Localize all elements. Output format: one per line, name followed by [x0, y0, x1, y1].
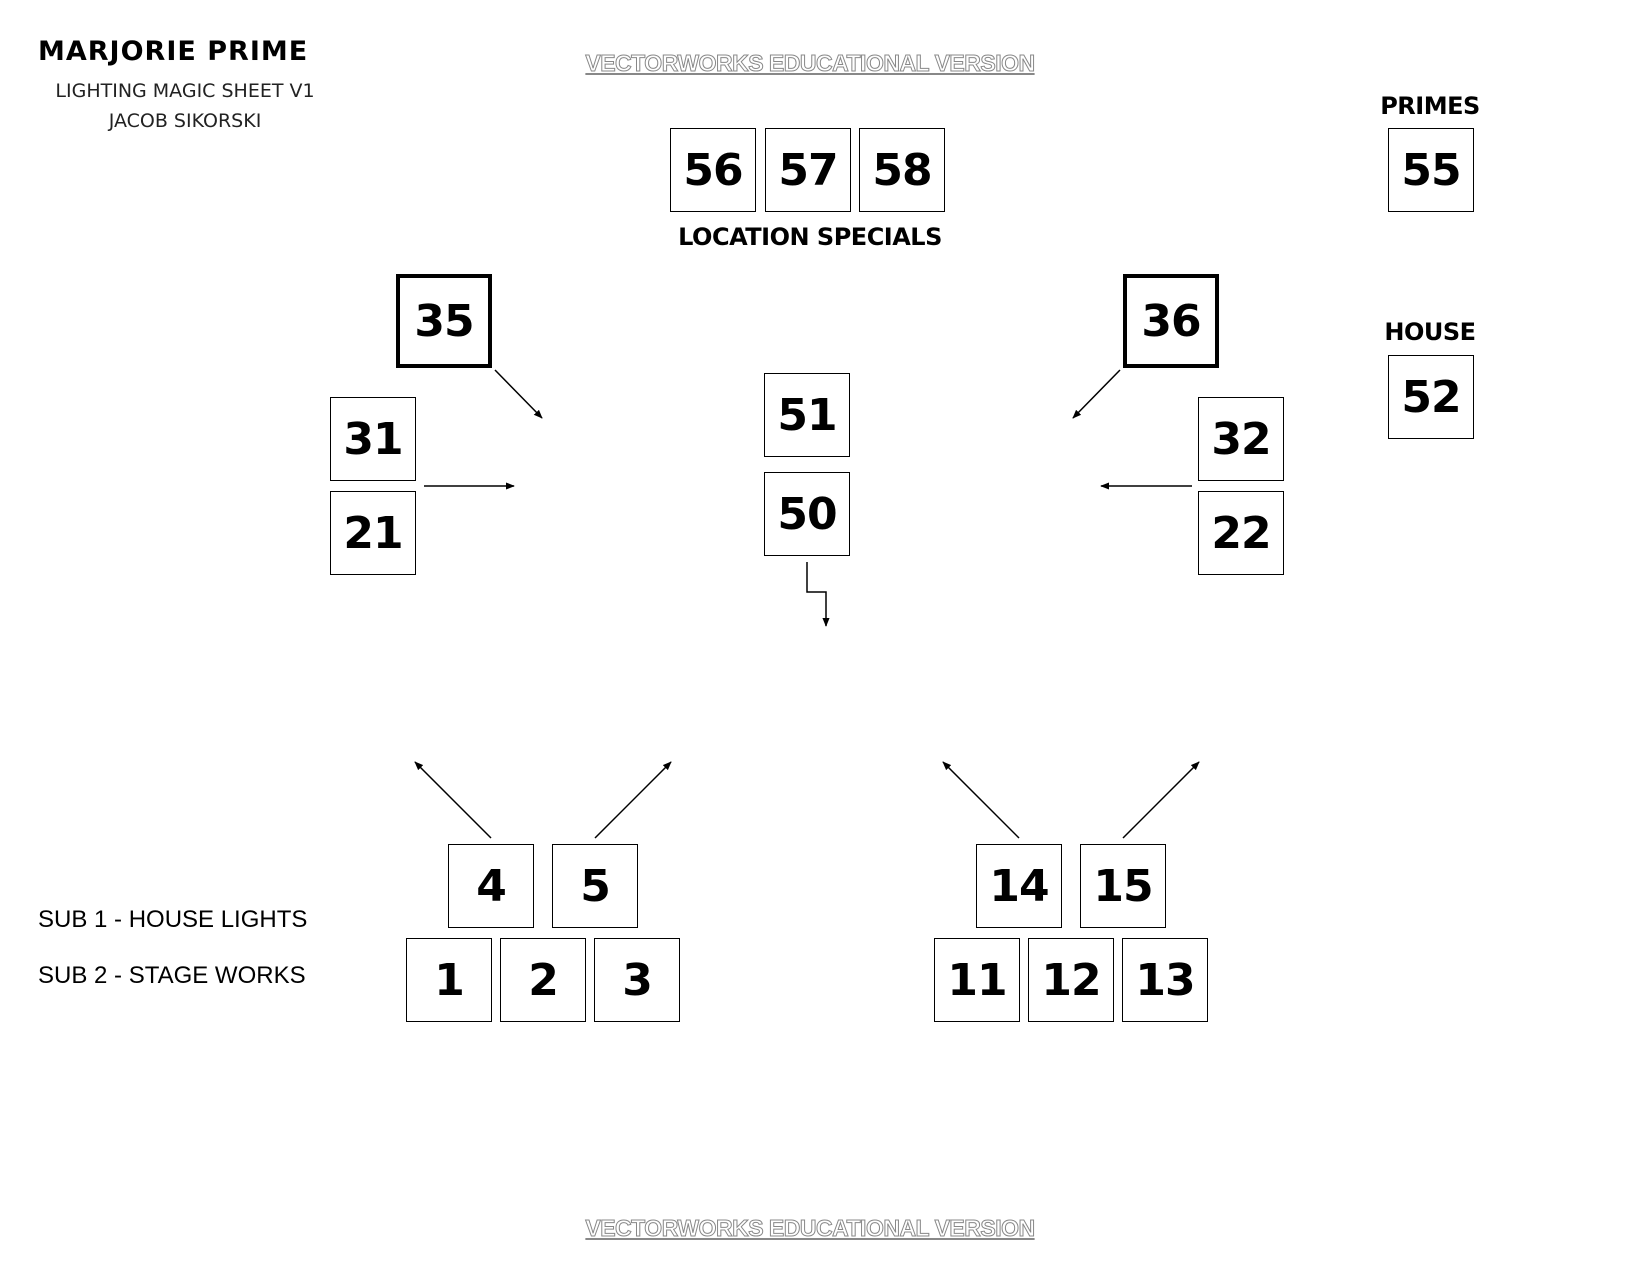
arrow-36 — [1072, 369, 1121, 419]
primes-label: PRIMES — [1380, 92, 1480, 120]
channel-55: 55 — [1388, 128, 1474, 212]
author-name: JACOB SIKORSKI — [108, 110, 262, 132]
channel-4: 4 — [448, 844, 534, 928]
channel-36: 36 — [1123, 274, 1219, 368]
arrow-15 — [1122, 761, 1200, 839]
channel-3: 3 — [594, 938, 680, 1022]
location-specials-label: LOCATION SPECIALS — [678, 223, 942, 251]
sub-1-label: SUB 1 - HOUSE LIGHTS — [38, 906, 308, 933]
watermark-top: VECTORWORKS EDUCATIONAL VERSION — [585, 50, 1036, 77]
channel-51: 51 — [764, 373, 850, 457]
channel-56: 56 — [670, 128, 756, 212]
sheet-subtitle: LIGHTING MAGIC SHEET V1 — [55, 80, 315, 102]
channel-15: 15 — [1080, 844, 1166, 928]
arrow-14 — [942, 761, 1020, 839]
channel-50: 50 — [764, 472, 850, 556]
channel-11: 11 — [934, 938, 1020, 1022]
arrow-4 — [414, 761, 492, 839]
channel-12: 12 — [1028, 938, 1114, 1022]
channel-58: 58 — [859, 128, 945, 212]
watermark-bottom: VECTORWORKS EDUCATIONAL VERSION — [585, 1215, 1036, 1242]
channel-1: 1 — [406, 938, 492, 1022]
channel-5: 5 — [552, 844, 638, 928]
channel-35: 35 — [396, 274, 492, 368]
channel-32: 32 — [1198, 397, 1284, 481]
arrow-35 — [494, 369, 543, 419]
house-label: HOUSE — [1384, 318, 1476, 346]
channel-13: 13 — [1122, 938, 1208, 1022]
channel-22: 22 — [1198, 491, 1284, 575]
sub-2-label: SUB 2 - STAGE WORKS — [38, 962, 306, 989]
channel-57: 57 — [765, 128, 851, 212]
channel-14: 14 — [976, 844, 1062, 928]
channel-2: 2 — [500, 938, 586, 1022]
arrow-50 — [806, 562, 830, 627]
channel-31: 31 — [330, 397, 416, 481]
show-title: MARJORIE PRIME — [38, 36, 309, 67]
arrow-5 — [594, 761, 672, 839]
channel-21: 21 — [330, 491, 416, 575]
channel-52: 52 — [1388, 355, 1474, 439]
